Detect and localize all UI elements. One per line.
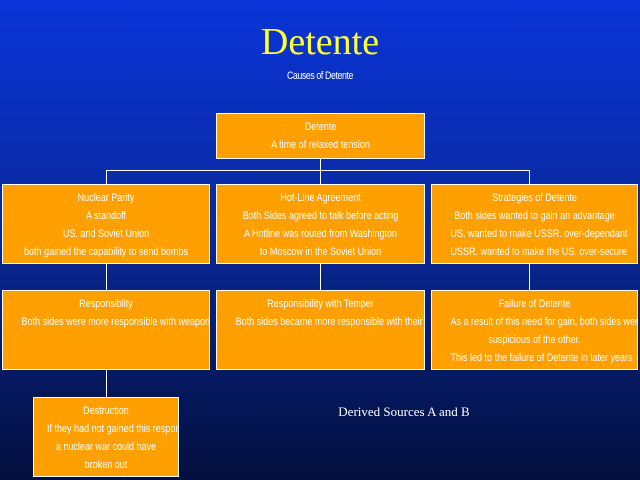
node-nuclear-parity-text-2: US. and Soviet Union <box>62 228 150 240</box>
node-hotline-text-3: to Moscow in the Soviet Union <box>259 246 382 258</box>
node-destruction-text-1: If they had not gained this responsiblit… <box>46 423 178 435</box>
node-responsibility-heading: Responsiblity <box>79 298 133 310</box>
node-hotline-text-1: Both Sides agreed to talk before acting <box>242 210 399 222</box>
node-failure-text-3: This led to the failure of Detente in la… <box>450 352 633 364</box>
connector-to-hotline <box>320 170 321 184</box>
node-nuclear-parity-heading: Nuclear Parity <box>77 192 135 204</box>
connector-to-nuclear-parity <box>106 170 107 184</box>
node-detente: Detente A time of relaxed tension <box>216 113 425 159</box>
node-destruction-text-2: a nuclear war could have <box>55 441 157 453</box>
connector-nuclear-to-responsibility <box>106 264 107 290</box>
page-title: Detente <box>260 21 380 63</box>
node-destruction: Destruction If they had not gained this … <box>33 397 179 477</box>
node-destruction-text-3: broken out <box>84 459 128 471</box>
node-destruction-heading: Destruction <box>83 405 129 417</box>
node-failure-text-1: As a result of this need for gain, both … <box>450 316 638 328</box>
node-nuclear-parity-text-3: both gained the capability to send bombs <box>24 246 188 258</box>
node-responsibility: Responsiblity Both sides were more respo… <box>2 290 210 370</box>
node-strategies-text-3: USSR. wanted to make the US. over-secure <box>450 246 627 258</box>
node-failure-heading: Failure of Detente <box>498 298 571 310</box>
node-strategies-heading: Strategies of Detente <box>492 192 577 204</box>
node-hotline-text-2: A Hotline was routed from Washington <box>243 228 398 240</box>
node-responsibility-text: Both sides were more responsible with we… <box>21 316 210 328</box>
connector-root-down <box>320 158 321 170</box>
source-note: Derived Sources A and B <box>338 404 470 419</box>
node-nuclear-parity: Nuclear Parity A standoff US. and Soviet… <box>2 184 210 264</box>
connector-hotline-to-temper <box>320 264 321 290</box>
node-strategies-of-detente: Strategies of Detente Both sides wanted … <box>431 184 638 264</box>
node-failure-of-detente: Failure of Detente As a result of this n… <box>431 290 638 370</box>
connector-responsibility-to-destruction <box>106 370 107 397</box>
node-nuclear-parity-text-1: A standoff <box>86 210 126 222</box>
node-temper-text: Both sides became more responsible with … <box>235 316 424 328</box>
node-temper-heading: Responsibility with Temper <box>267 298 374 310</box>
node-strategies-text-2: US. wanted to make USSR. over-dependant <box>450 228 628 240</box>
page-subtitle: Causes of Detente <box>286 70 354 82</box>
node-detente-heading: Detente <box>304 121 337 133</box>
node-strategies-text-1: Both sides wanted to gain an advantage <box>454 210 615 222</box>
node-detente-text: A time of relaxed tension <box>271 139 370 151</box>
node-hotline-heading: Hot-Line Agreement <box>280 192 361 204</box>
connector-to-strategies <box>529 170 530 184</box>
node-failure-text-2: suspicious of the other. <box>488 334 581 346</box>
node-responsibility-with-temper: Responsibility with Temper Both sides be… <box>216 290 425 370</box>
connector-horizontal-bar <box>106 170 529 171</box>
connector-strategies-to-failure <box>529 264 530 290</box>
node-hotline-agreement: Hot-Line Agreement Both Sides agreed to … <box>216 184 425 264</box>
